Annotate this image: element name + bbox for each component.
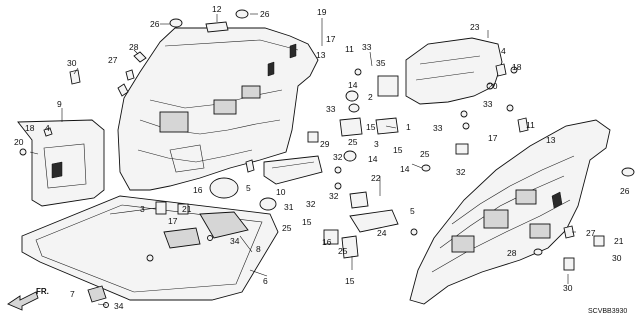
clip-5-left	[245, 159, 255, 173]
fasteners-right	[410, 104, 635, 271]
callout-label: 20	[14, 137, 24, 147]
callout-label: 18	[512, 62, 522, 72]
clip-29	[307, 131, 319, 143]
callout-label: 4	[501, 46, 506, 56]
callout-labels: 12 26 26 19 17 11 13 28 27 30 33 35 23 4…	[14, 4, 630, 311]
callout-label: 15	[345, 276, 355, 286]
front-direction-arrow: FR.	[7, 287, 49, 311]
callout-label: 11	[345, 44, 354, 54]
support-10	[263, 155, 323, 185]
callout-label: 13	[546, 135, 556, 145]
callout-label: 25	[338, 246, 348, 256]
callout-label: 13	[316, 50, 326, 60]
callout-label: 26	[150, 19, 160, 29]
callout-label: 25	[282, 223, 292, 233]
clip-12	[205, 21, 229, 33]
callout-label: 28	[129, 42, 139, 52]
callout-label: 17	[488, 133, 498, 143]
callout-label: 18	[25, 123, 35, 133]
bracket-7	[87, 285, 109, 308]
callout-label: 16	[322, 237, 332, 247]
callout-label: 30	[67, 58, 77, 68]
callout-label: 2	[368, 92, 373, 102]
cover-16-left	[209, 177, 239, 199]
callout-label: 15	[393, 145, 403, 155]
callout-label: 21	[614, 236, 624, 246]
figure-code: SCVBB3930	[588, 308, 627, 315]
callout-label: 32	[333, 152, 343, 162]
callout-label: 34	[114, 301, 124, 311]
callout-label: 27	[108, 55, 118, 65]
callout-label: 28	[507, 248, 517, 258]
callout-label: 27	[586, 228, 596, 238]
callout-label: 14	[368, 154, 378, 164]
callout-label: 4	[45, 123, 50, 133]
callout-label: 11	[526, 120, 535, 130]
callout-label: 3	[140, 204, 145, 214]
callout-label: 25	[420, 149, 430, 159]
callout-label: 16	[193, 185, 203, 195]
callout-label: 14	[348, 80, 358, 90]
grommet-26-top-left	[169, 18, 183, 28]
callout-label: 31	[284, 202, 294, 212]
callout-label: 33	[362, 42, 372, 52]
callout-label: 14	[400, 164, 410, 174]
callout-label: 34	[230, 236, 240, 246]
callout-label: 23	[470, 22, 480, 32]
callout-label: 26	[260, 9, 270, 19]
callout-label: 17	[326, 34, 336, 44]
callout-label: 24	[377, 228, 387, 238]
callout-label: 22	[371, 173, 381, 183]
callout-label: 35	[376, 58, 386, 68]
right-side-lining-panel	[409, 119, 611, 305]
callout-label: 29	[320, 139, 330, 149]
callout-label: 9	[57, 99, 62, 109]
fasteners-top-left	[69, 51, 147, 97]
callout-label: 32	[306, 199, 316, 209]
floor-board-6	[21, 195, 279, 301]
callout-label: 33	[433, 123, 443, 133]
lid-8	[155, 201, 249, 249]
callout-label: 33	[326, 104, 336, 114]
grommet-26-top-right	[235, 9, 249, 19]
callout-label: 15	[302, 217, 312, 227]
center-fasteners	[334, 68, 399, 209]
callout-label: 32	[329, 191, 339, 201]
fasteners-23	[486, 63, 518, 90]
callout-label: 25	[348, 137, 358, 147]
callout-label: 17	[168, 216, 178, 226]
front-direction-label: FR.	[36, 287, 49, 296]
callout-label: 5	[246, 183, 251, 193]
callout-label: 12	[212, 4, 222, 14]
callout-label: 19	[317, 7, 327, 17]
side-cover-9	[17, 119, 105, 207]
fasteners-9	[19, 127, 53, 156]
callout-label: 32	[456, 167, 466, 177]
callout-label: 10	[276, 187, 286, 197]
callout-label: 1	[406, 122, 411, 132]
callout-label: 33	[483, 99, 493, 109]
cover-16-right	[323, 229, 359, 259]
cover-23	[405, 37, 503, 105]
callout-label: 30	[612, 253, 622, 263]
callout-label: 7	[70, 289, 75, 299]
callout-label: 8	[256, 244, 261, 254]
callout-label: 6	[263, 276, 268, 286]
callout-label: 3	[374, 139, 379, 149]
left-side-lining-panel	[117, 27, 319, 191]
callout-label: 30	[563, 283, 573, 293]
callout-label: 26	[620, 186, 630, 196]
callout-label: 20	[488, 81, 498, 91]
callout-label: 5	[410, 206, 415, 216]
leader-lines	[29, 13, 576, 306]
cap-31	[259, 197, 277, 211]
bracket-24	[349, 209, 399, 233]
callout-label: 21	[182, 204, 192, 214]
callout-label: 15	[366, 122, 376, 132]
